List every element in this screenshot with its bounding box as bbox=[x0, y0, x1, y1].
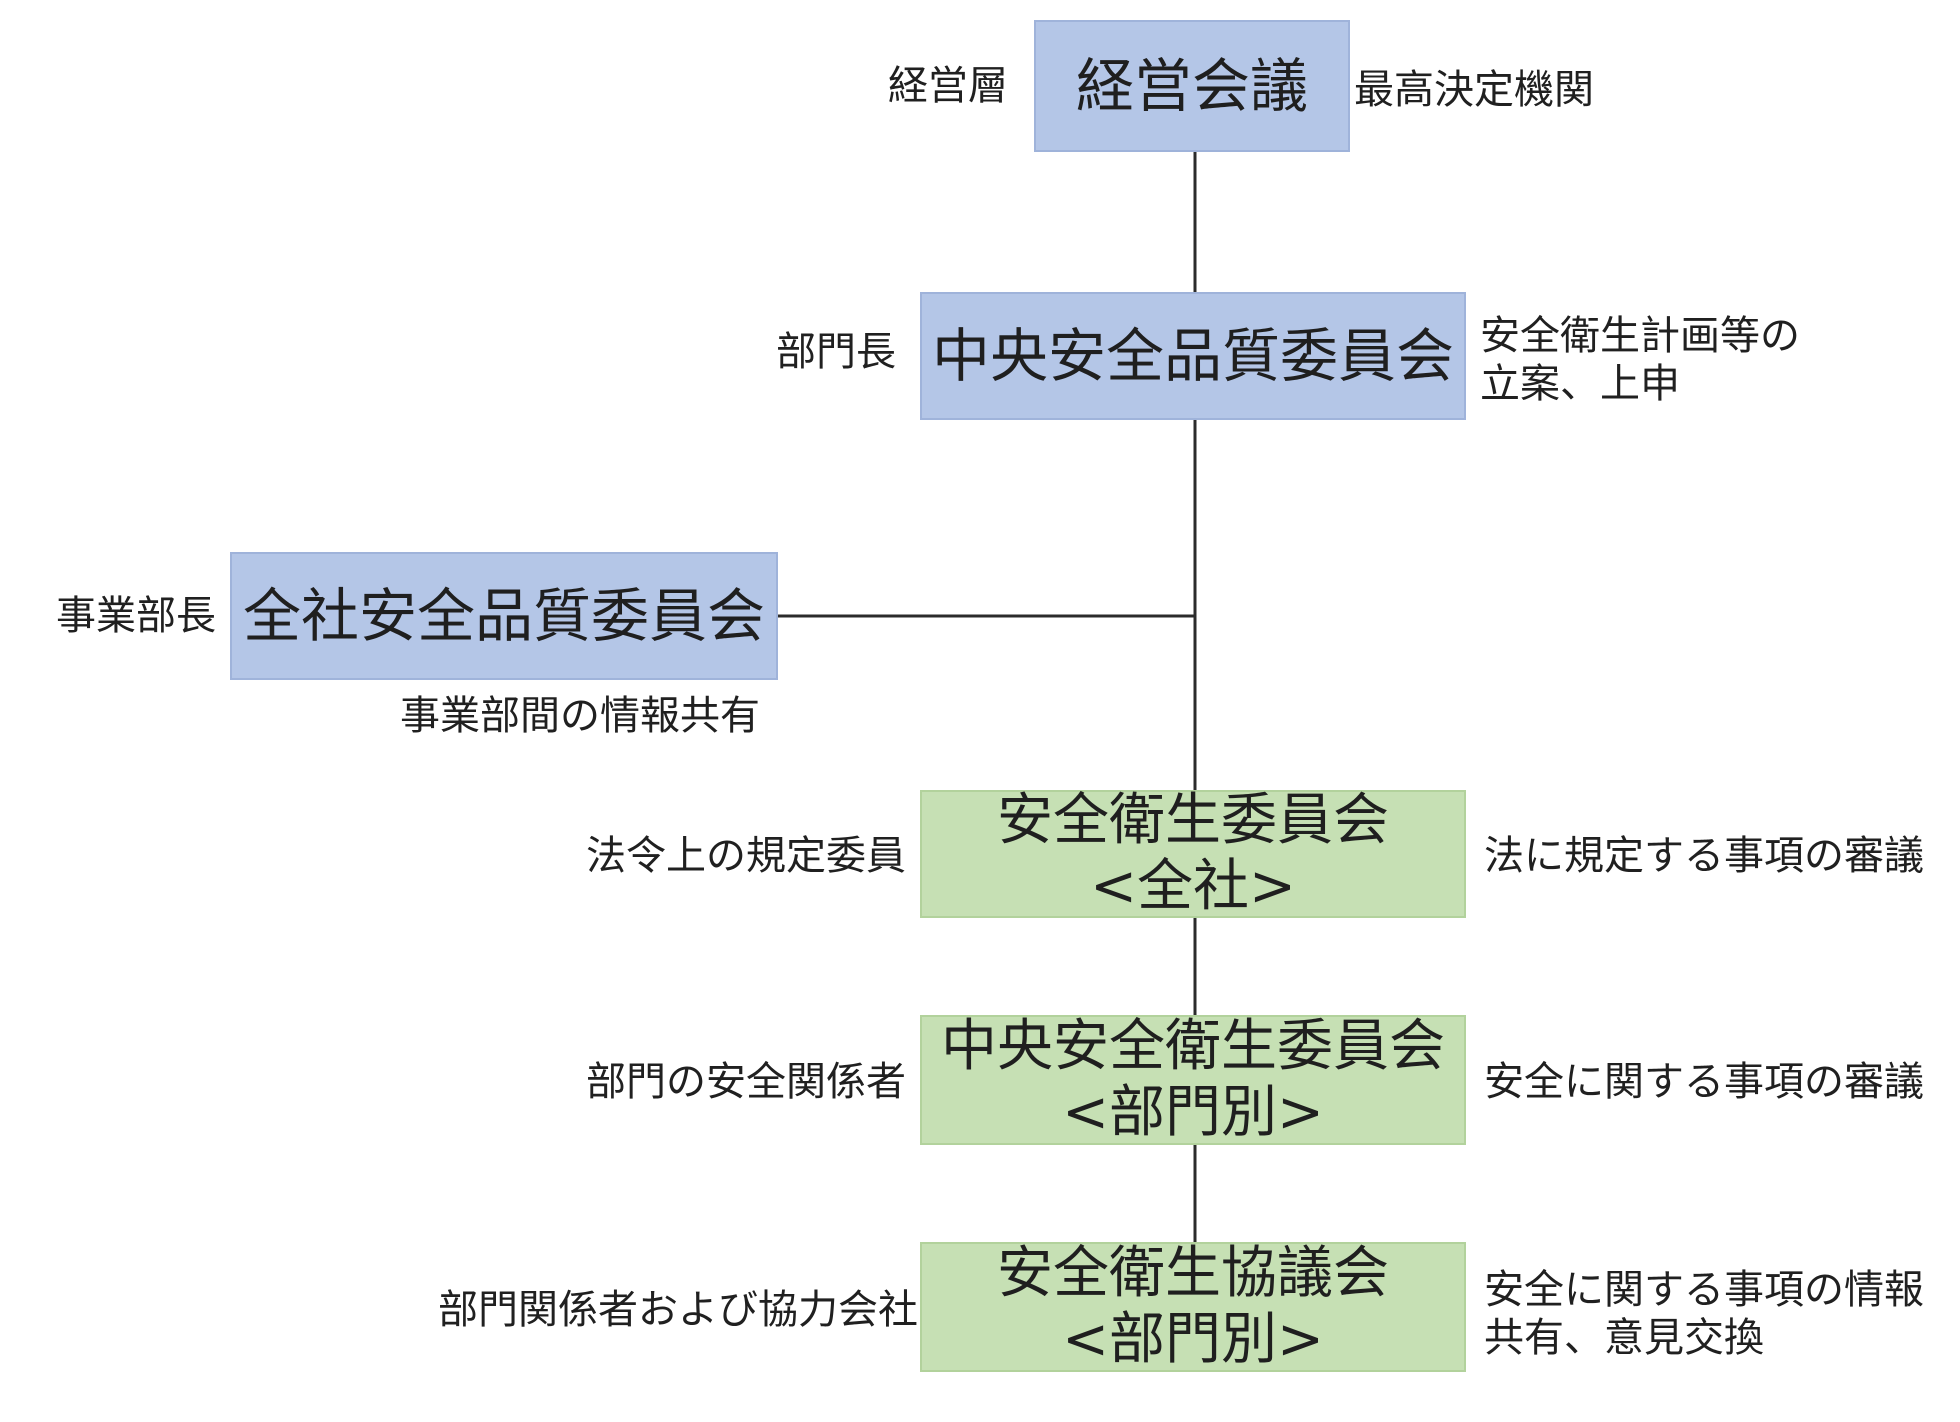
central-sq-right-line1: 安全衛生計画等の bbox=[1480, 313, 1800, 359]
central-sq-right-label: 安全衛生計画等の 立案、上申 bbox=[1480, 312, 1800, 408]
company-sq-below-label: 事業部間の情報共有 bbox=[400, 693, 760, 739]
council-right-line1: 安全に関する事項の情報 bbox=[1484, 1267, 1924, 1313]
safety-health-council-title: 安全衛生協議会 bbox=[997, 1240, 1389, 1306]
central-sq-right-line2: 立案、上申 bbox=[1480, 361, 1680, 407]
central-safety-quality-title: 中央安全品質委員会 bbox=[931, 321, 1454, 390]
council-right-label: 安全に関する事項の情報 共有、意見交換 bbox=[1484, 1266, 1924, 1362]
safety-health-company-box: 安全衛生委員会 <全社> bbox=[920, 787, 1466, 919]
safety-health-company-subtitle: <全社> bbox=[1090, 854, 1296, 919]
management-left-label: 経営層 bbox=[888, 63, 1008, 109]
central-safety-health-subtitle: <部門別> bbox=[1062, 1080, 1324, 1145]
company-safety-quality-box: 全社安全品質委員会 bbox=[230, 552, 778, 680]
management-meeting-title: 経営会議 bbox=[1075, 51, 1308, 120]
central-sq-left-label: 部門長 bbox=[776, 329, 896, 375]
central-safety-quality-box: 中央安全品質委員会 bbox=[920, 292, 1466, 420]
safety-health-council-box: 安全衛生協議会 <部門別> bbox=[920, 1240, 1466, 1372]
central-safety-health-title: 中央安全衛生委員会 bbox=[941, 1013, 1445, 1079]
company-safety-quality-title: 全社安全品質委員会 bbox=[242, 581, 765, 650]
council-left-label: 部門関係者および協力会社 bbox=[438, 1287, 918, 1333]
safety-health-council-subtitle: <部門別> bbox=[1062, 1307, 1324, 1372]
sh-company-left-label: 法令上の規定委員 bbox=[586, 833, 906, 879]
management-meeting-box: 経営会議 bbox=[1034, 20, 1350, 152]
council-right-line2: 共有、意見交換 bbox=[1484, 1315, 1764, 1361]
central-sh-right-label: 安全に関する事項の審議 bbox=[1484, 1059, 1924, 1105]
company-sq-left-label: 事業部長 bbox=[56, 593, 216, 639]
central-safety-health-box: 中央安全衛生委員会 <部門別> bbox=[920, 1013, 1466, 1145]
management-right-label: 最高決定機関 bbox=[1354, 67, 1594, 113]
safety-health-company-title: 安全衛生委員会 bbox=[997, 787, 1389, 853]
central-sh-left-label: 部門の安全関係者 bbox=[586, 1059, 906, 1105]
sh-company-right-label: 法に規定する事項の審議 bbox=[1484, 833, 1924, 879]
